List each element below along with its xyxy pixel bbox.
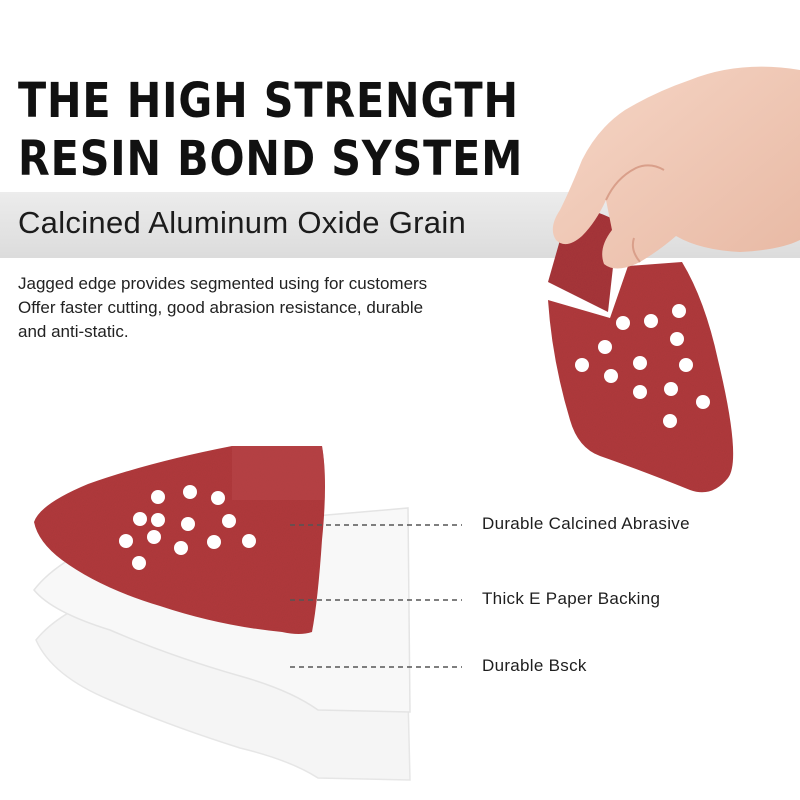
headline-line-1: THE HIGH STRENGTH: [18, 73, 519, 129]
description-line-1: Jagged edge provides segmented using for…: [18, 274, 428, 293]
sanding-pad-top-body: [548, 262, 734, 493]
layer-abrasive-holes: [119, 485, 256, 570]
sanding-pad-top-holes: [575, 304, 710, 428]
grain-band-text: Calcined Aluminum Oxide Grain: [18, 205, 467, 240]
headline: THE HIGH STRENGTH RESIN BOND SYSTEM: [18, 72, 523, 188]
hand: [552, 66, 800, 269]
description-line-3: and anti-static.: [18, 322, 129, 341]
sanding-pad-top: [548, 209, 734, 493]
description-line-2: Offer faster cutting, good abrasion resi…: [18, 298, 424, 317]
label-back: Durable Bsck: [482, 656, 587, 675]
label-abrasive: Durable Calcined Abrasive: [482, 514, 690, 533]
label-paper-backing: Thick E Paper Backing: [482, 589, 661, 608]
description: Jagged edge provides segmented using for…: [18, 272, 538, 344]
layer-abrasive: [34, 446, 325, 634]
headline-line-2: RESIN BOND SYSTEM: [18, 131, 524, 187]
